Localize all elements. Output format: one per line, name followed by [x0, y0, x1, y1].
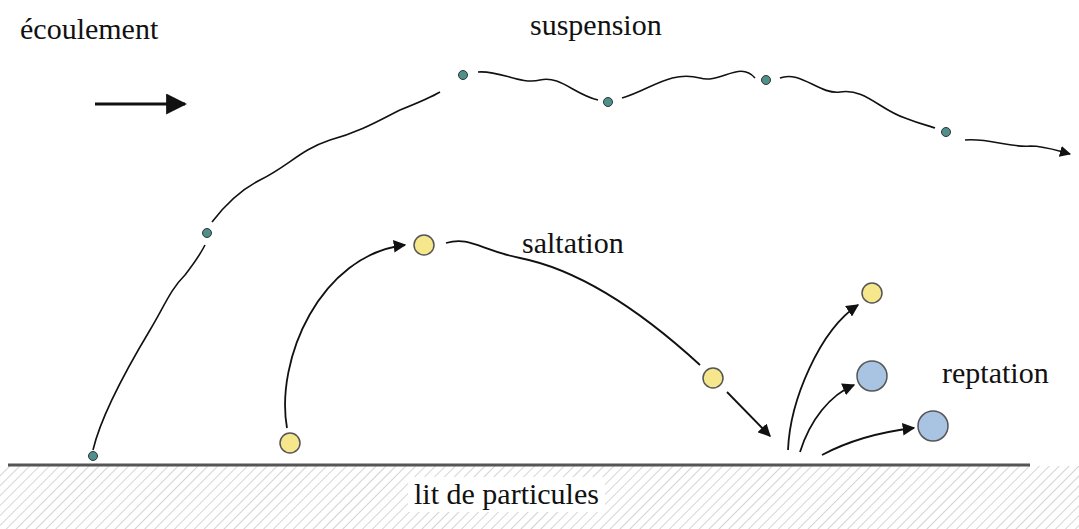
- ejection-trace: [788, 305, 858, 450]
- mode-label: saltation: [522, 226, 624, 261]
- coarse-grain: [918, 411, 948, 441]
- flow-label: écoulement: [20, 12, 158, 47]
- fine-particles: [89, 71, 951, 461]
- suspension-trace: [622, 71, 755, 98]
- bed-surface: [8, 464, 1030, 467]
- suspension-trace: [478, 72, 598, 100]
- sand-grains: [280, 235, 882, 453]
- particle-bed: [0, 466, 1079, 529]
- mode-label: reptation: [942, 356, 1049, 391]
- fine-particle: [762, 76, 771, 85]
- bed-label: lit de particules: [408, 477, 605, 512]
- suspension-trace: [93, 92, 440, 450]
- sand-grain: [280, 433, 300, 453]
- flow-arrow: [95, 103, 185, 106]
- sand-grain: [414, 235, 434, 255]
- fine-particle: [942, 128, 951, 137]
- coarse-grain: [857, 361, 887, 391]
- sand-grain: [703, 368, 723, 388]
- suspension-path: [93, 71, 1070, 450]
- mode-label: suspension: [530, 8, 662, 43]
- saltation-trace: [727, 392, 770, 436]
- fine-particle: [459, 71, 468, 80]
- saltation-trace: [285, 245, 405, 428]
- ejection-trace: [800, 385, 854, 452]
- fine-particle: [89, 452, 98, 461]
- sand-grain: [862, 283, 882, 303]
- coarse-grains: [857, 361, 948, 441]
- ejection-trace: [822, 428, 914, 455]
- fine-particle: [604, 98, 613, 107]
- saltation-path: [285, 241, 914, 455]
- saltation-trace: [446, 241, 700, 365]
- suspension-trace: [780, 76, 935, 128]
- suspension-trace: [965, 140, 1070, 154]
- fine-particle: [203, 229, 212, 238]
